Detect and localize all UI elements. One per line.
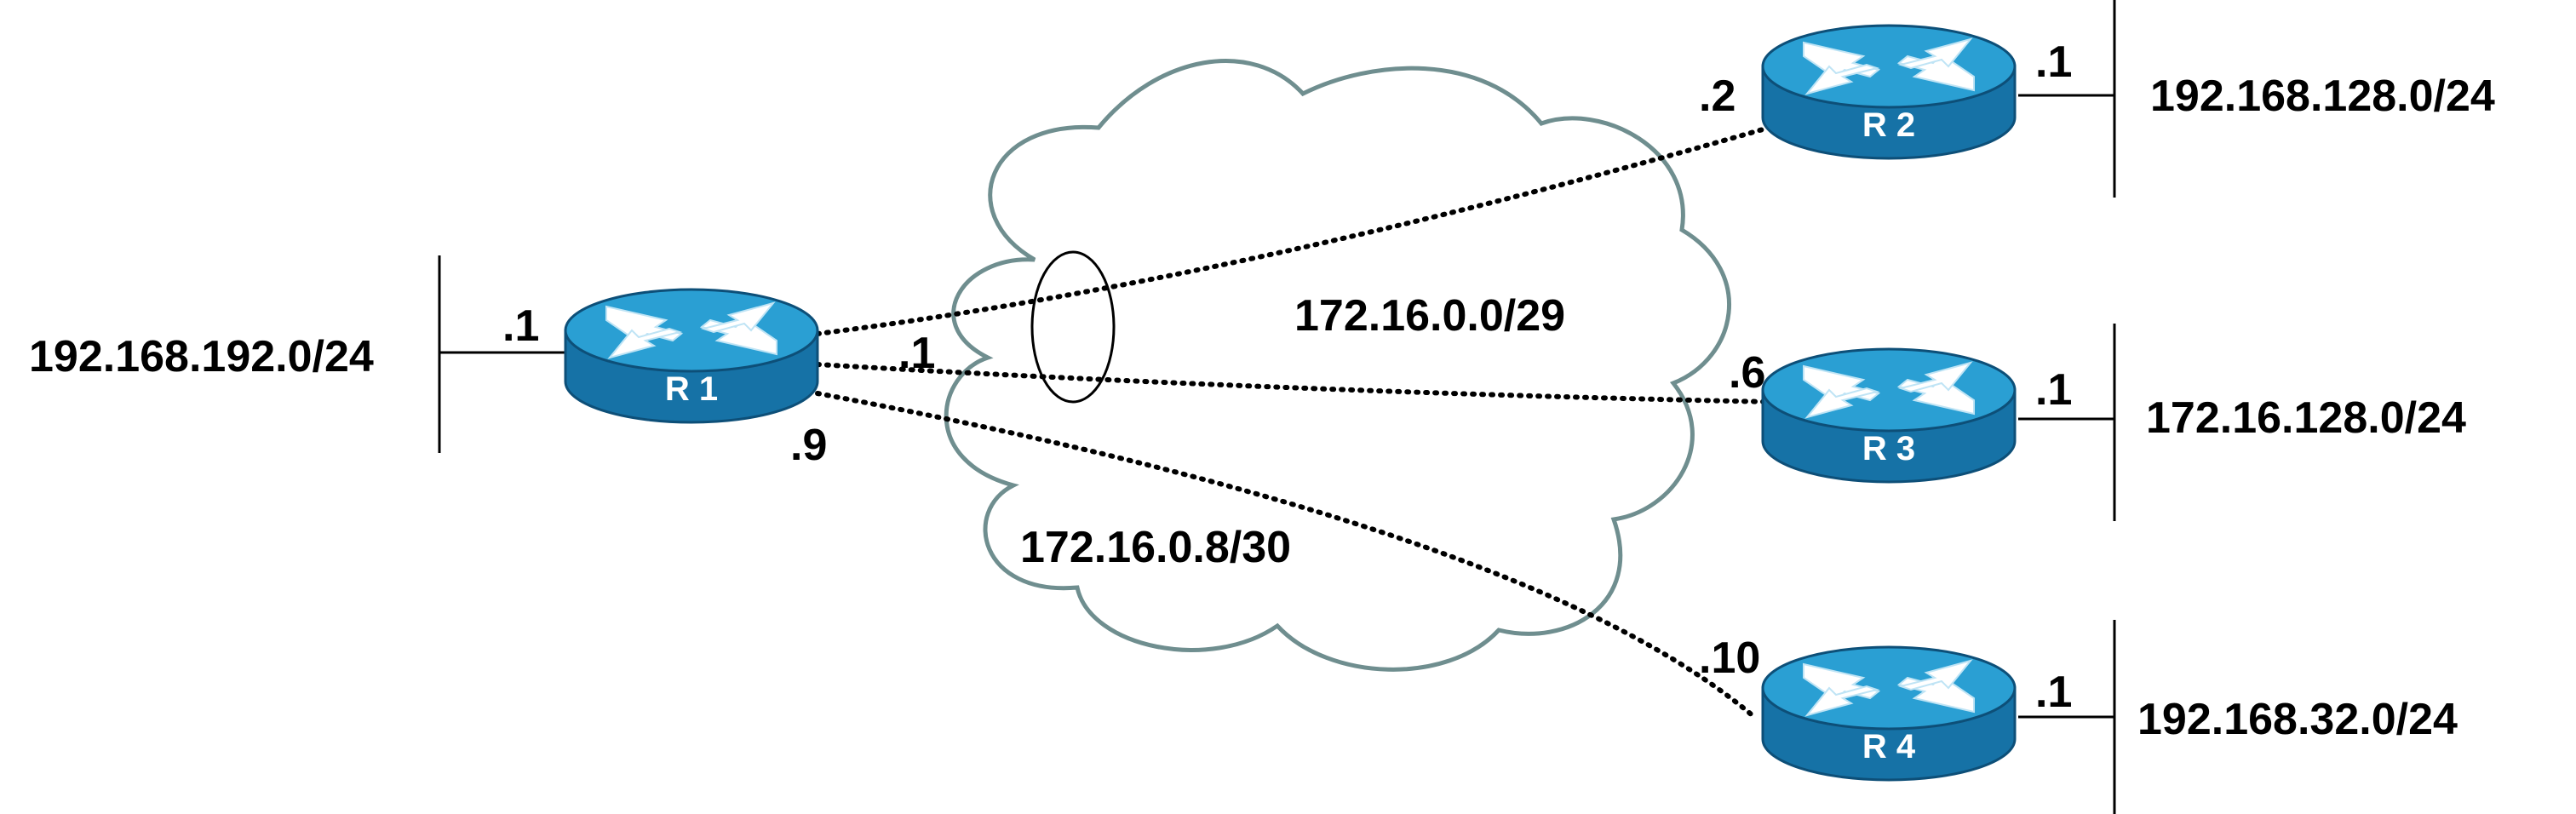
address-r4-lan: .1: [2035, 668, 2072, 717]
wan-link-r1-r3: [815, 362, 1774, 404]
network-label-lan-r4: 192.168.32.0/24: [2137, 695, 2458, 744]
address-r1-p2p: .9: [790, 421, 827, 470]
router-r1-label: R 1: [665, 370, 718, 408]
address-r3-lan: .1: [2035, 365, 2072, 415]
address-r1-lan: .1: [502, 301, 539, 351]
router-r4-label: R 4: [1862, 728, 1916, 765]
network-label-point-to-point: 172.16.0.8/30: [1020, 523, 1291, 572]
network-label-lan-r1: 192.168.192.0/24: [29, 332, 374, 381]
router-r2[interactable]: R 2: [1761, 24, 2017, 160]
router-r3-label: R 3: [1862, 430, 1915, 467]
network-label-lan-r3: 172.16.128.0/24: [2146, 393, 2466, 443]
cloud-icon: [944, 59, 1731, 672]
address-r1-multipoint: .1: [898, 329, 935, 378]
subinterface-ellipse: [1030, 250, 1116, 404]
router-r4[interactable]: R 4: [1761, 645, 2017, 782]
wan-link-r1-r2: [815, 127, 1765, 336]
router-r2-label: R 2: [1862, 106, 1915, 144]
router-r1[interactable]: R 1: [564, 288, 819, 424]
network-label-lan-r2: 192.168.128.0/24: [2150, 72, 2495, 121]
address-r3-wan: .6: [1729, 348, 1765, 398]
wan-link-r1-r4: [815, 391, 1757, 719]
address-r2-wan: .2: [1699, 72, 1736, 121]
network-label-multipoint: 172.16.0.0/29: [1294, 291, 1565, 341]
router-r3[interactable]: R 3: [1761, 347, 2017, 484]
address-r4-wan: .10: [1699, 633, 1760, 683]
address-r2-lan: .1: [2035, 37, 2072, 87]
